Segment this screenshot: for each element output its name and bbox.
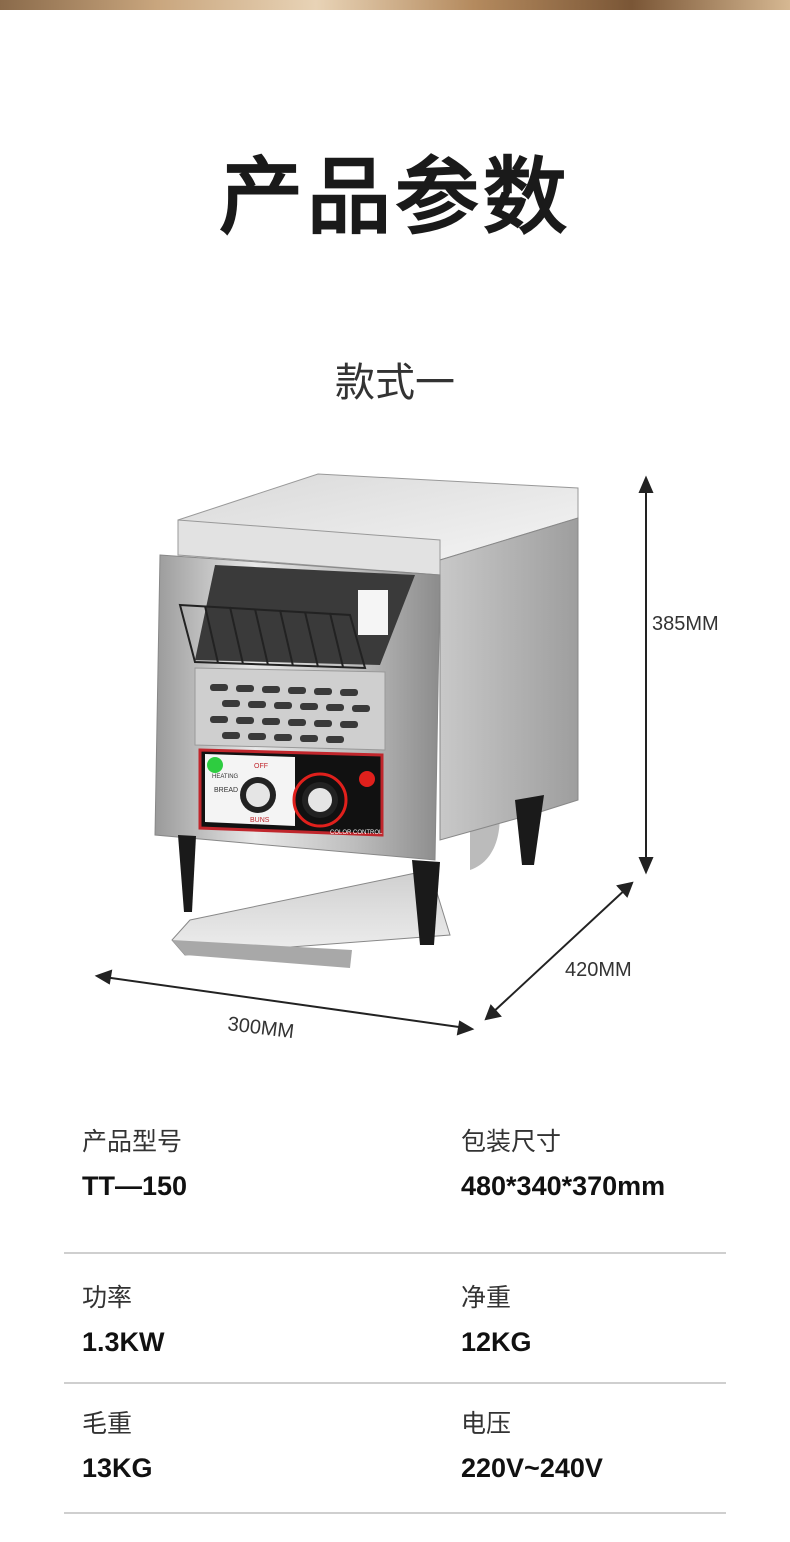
color-control-label: COLOR CONTROL [330, 830, 383, 836]
width-dimension-label: 300MM [226, 1013, 295, 1043]
buns-label: BUNS [250, 817, 270, 824]
spec-value: 12KG [461, 1327, 532, 1357]
spec-value: 220V~240V [461, 1453, 603, 1483]
spec-value: 480*340*370mm [461, 1171, 666, 1201]
variant-title: 款式一 [335, 360, 455, 406]
spec-net-weight: 净重 12KG [461, 1278, 532, 1362]
side-panel [439, 517, 579, 841]
spec-label: 产品型号 [82, 1127, 183, 1156]
spec-label: 包装尺寸 [461, 1127, 562, 1156]
control-panel: HEATING OFF BREAD BUNS COLOR CONTROL [198, 748, 384, 837]
spec-voltage: 电压 220V~240V [461, 1404, 603, 1488]
crumb-tray [171, 869, 451, 956]
spec-gross-weight: 毛重 13KG [82, 1404, 153, 1488]
spec-value: TT—150 [82, 1171, 188, 1201]
spec-power: 功率 1.3KW [82, 1278, 165, 1362]
wire-rack [178, 603, 367, 670]
power-indicator-icon [359, 771, 375, 787]
spec-label: 功率 [82, 1283, 133, 1312]
spec-model: 产品型号 TT—150 [82, 1122, 187, 1206]
spec-value: 13KG [82, 1453, 153, 1483]
vent-slots [210, 684, 370, 743]
spec-row: 产品型号 TT—150 包装尺寸 480*340*370mm [64, 1122, 726, 1254]
product-image: HEATING OFF BREAD BUNS COLOR CONTROL 385… [94, 473, 719, 1043]
heating-indicator-icon [207, 757, 223, 773]
off-label: OFF [254, 763, 268, 770]
depth-dimension-label: 420MM [565, 959, 632, 981]
legs [178, 795, 544, 945]
dimension-arrows [94, 475, 654, 1036]
spec-row: 功率 1.3KW 净重 12KG [64, 1252, 726, 1384]
spec-package-size: 包装尺寸 480*340*370mm [461, 1122, 665, 1206]
spec-value: 1.3KW [82, 1327, 165, 1357]
bread-label: BREAD [214, 787, 238, 794]
spec-label: 电压 [461, 1409, 512, 1438]
spec-label: 毛重 [82, 1409, 133, 1438]
heating-label: HEATING [212, 774, 239, 780]
spec-row: 毛重 13KG 电压 220V~240V [64, 1382, 726, 1514]
page-title: 产品参数 [218, 148, 571, 246]
top-decor-strip [0, 0, 790, 10]
height-dimension-label: 385MM [652, 613, 719, 635]
spec-label: 净重 [461, 1283, 512, 1312]
